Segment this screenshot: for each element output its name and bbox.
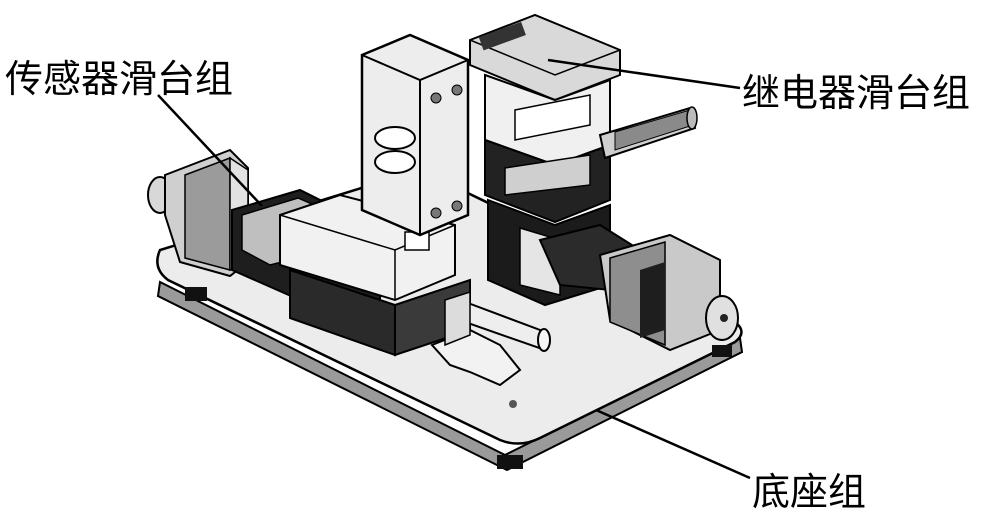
sensor-leader-line	[157, 94, 263, 207]
vertical-column	[360, 33, 470, 237]
sensor-slide-group-label: 传感器滑台组	[5, 57, 233, 101]
base-leader-line	[595, 408, 751, 480]
mount-hole	[509, 400, 517, 408]
base-foot	[497, 455, 523, 469]
base-group-label: 底座组	[752, 470, 866, 514]
base-foot	[185, 287, 207, 301]
right-stepper-motor	[538, 223, 739, 352]
probe-shaft	[430, 290, 551, 387]
relay-leader-line	[547, 58, 741, 90]
base-foot	[712, 345, 732, 357]
relay-slide-group-label: 继电器滑台组	[742, 71, 970, 115]
left-stepper-motor	[147, 148, 249, 278]
